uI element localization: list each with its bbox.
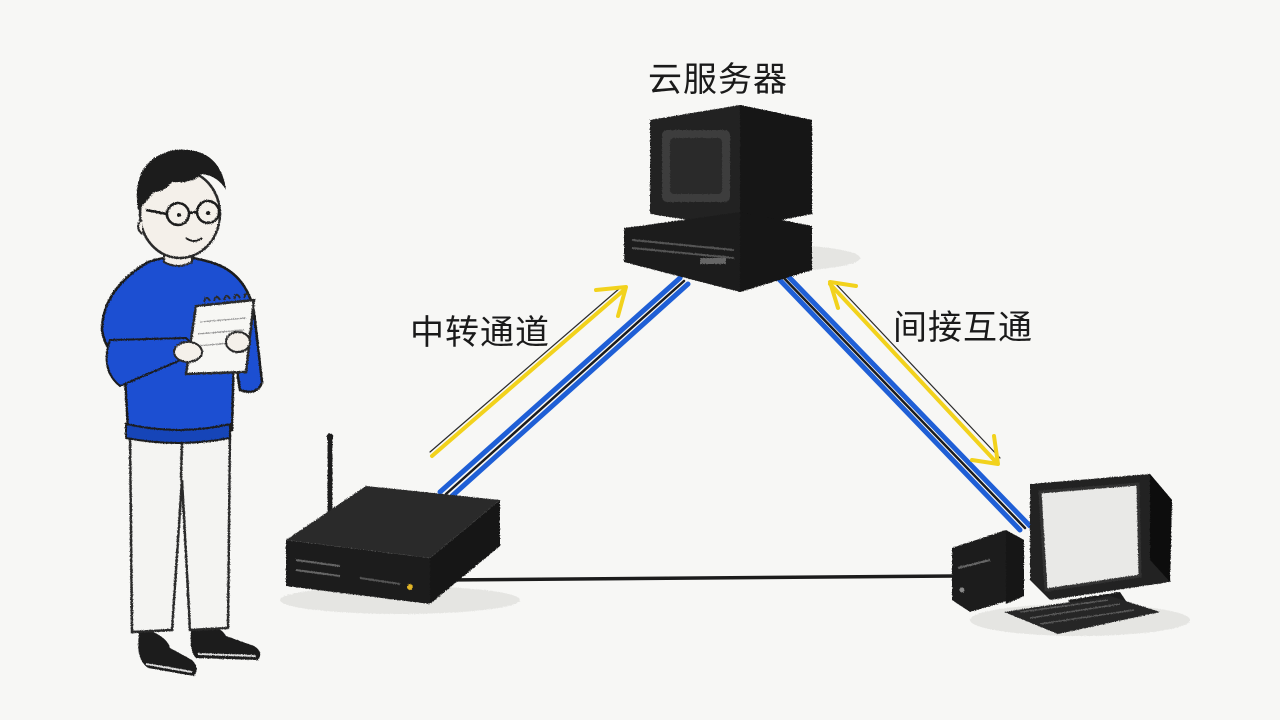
antenna-icon (326, 433, 334, 512)
head (136, 149, 226, 267)
link-server-computer (773, 271, 1033, 533)
person-icon (100, 149, 264, 676)
indirect-link-label: 间接互通 (893, 308, 1033, 348)
indirect-arrow (828, 280, 1001, 466)
relay-channel-label: 中转通道 (410, 313, 550, 353)
server-label: 云服务器 (648, 60, 788, 100)
link-router-server (437, 275, 691, 499)
server-icon (624, 105, 860, 292)
relay-arrow (429, 285, 628, 458)
connection-links (437, 271, 1033, 582)
shoes (138, 624, 261, 676)
desktop-computer-icon (952, 474, 1190, 636)
notepad-icon (184, 292, 256, 376)
router-icon (280, 433, 520, 614)
pants (128, 426, 232, 634)
link-router-computer (438, 574, 957, 582)
